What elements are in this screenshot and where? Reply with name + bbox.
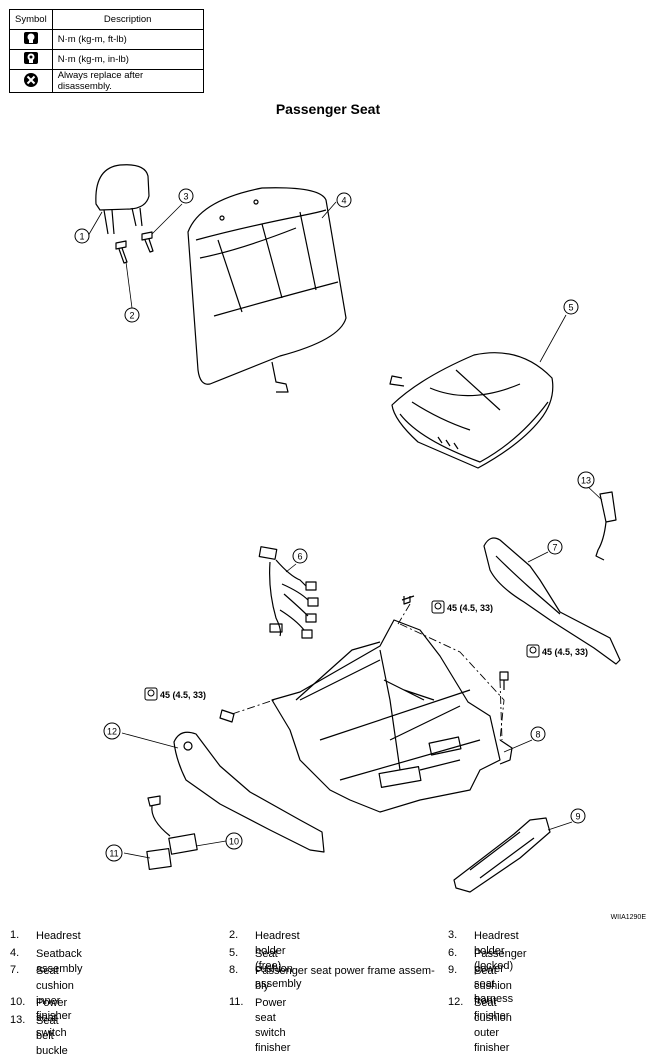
svg-text:8: 8 bbox=[535, 730, 540, 740]
svg-text:7: 7 bbox=[552, 543, 557, 553]
symbol-description: Always replace after disassembly. bbox=[51, 69, 204, 93]
inner-finisher-drawing bbox=[483, 537, 621, 665]
svg-text:10: 10 bbox=[229, 837, 239, 847]
callout-11: 11 bbox=[105, 844, 123, 862]
outer-finisher-drawing bbox=[173, 731, 325, 853]
torque-label: 45 (4.5, 33) bbox=[431, 600, 493, 614]
power-frame-drawing bbox=[271, 619, 513, 813]
torque-label: 45 (4.5, 33) bbox=[144, 687, 206, 701]
callout-13: 13 bbox=[577, 471, 595, 489]
front-finisher-drawing bbox=[453, 817, 551, 893]
svg-text:11: 11 bbox=[109, 849, 118, 859]
callout-7: 7 bbox=[547, 539, 563, 555]
svg-text:12: 12 bbox=[107, 727, 117, 737]
power-seat-switch-drawing bbox=[146, 795, 198, 871]
bolt-drawings bbox=[219, 595, 509, 723]
svg-text:45 (4.5, 33): 45 (4.5, 33) bbox=[160, 690, 206, 700]
callout-12: 12 bbox=[103, 722, 121, 740]
callout-5: 5 bbox=[563, 299, 579, 315]
headrest-drawing bbox=[95, 164, 150, 235]
seat-belt-buckle-drawing bbox=[595, 491, 617, 561]
svg-text:13: 13 bbox=[581, 476, 591, 486]
callout-1: 1 bbox=[74, 228, 90, 244]
callout-6: 6 bbox=[292, 548, 308, 564]
svg-text:45 (4.5, 33): 45 (4.5, 33) bbox=[542, 647, 588, 657]
seatback-drawing bbox=[187, 187, 347, 393]
seat-cushion-drawing bbox=[389, 352, 554, 469]
svg-text:5: 5 bbox=[568, 303, 573, 313]
svg-text:9: 9 bbox=[575, 812, 580, 822]
callout-4: 4 bbox=[336, 192, 352, 208]
svg-text:4: 4 bbox=[341, 196, 346, 206]
alignment-lines bbox=[231, 603, 505, 741]
callout-2: 2 bbox=[124, 307, 140, 323]
svg-text:3: 3 bbox=[183, 192, 188, 202]
torque-label: 45 (4.5, 33) bbox=[526, 644, 588, 658]
svg-text:2: 2 bbox=[129, 311, 134, 321]
diagram-title: Passenger Seat bbox=[275, 101, 381, 117]
callout-3: 3 bbox=[178, 188, 194, 204]
svg-text:6: 6 bbox=[297, 552, 302, 562]
svg-text:45 (4.5, 33): 45 (4.5, 33) bbox=[447, 603, 493, 613]
callout-8: 8 bbox=[530, 726, 546, 742]
svg-text:1: 1 bbox=[79, 232, 84, 242]
power-seat-harness-drawing bbox=[258, 546, 319, 639]
callout-9: 9 bbox=[570, 808, 586, 824]
figure-code: WIIA1290E bbox=[610, 914, 646, 921]
headrest-holder-drawing bbox=[115, 231, 154, 264]
exploded-seat-diagram: 1 2 3 4 5 6 7 8 9 10 11 12 13 45 (4.5, 3… bbox=[74, 164, 621, 893]
symbol-table: Symbol Description N·m (kg-m, ft-lb) N·m… bbox=[9, 9, 204, 93]
leader-lines bbox=[87, 201, 603, 859]
torque-wrench-icon bbox=[9, 29, 53, 50]
callout-10: 10 bbox=[225, 832, 243, 850]
